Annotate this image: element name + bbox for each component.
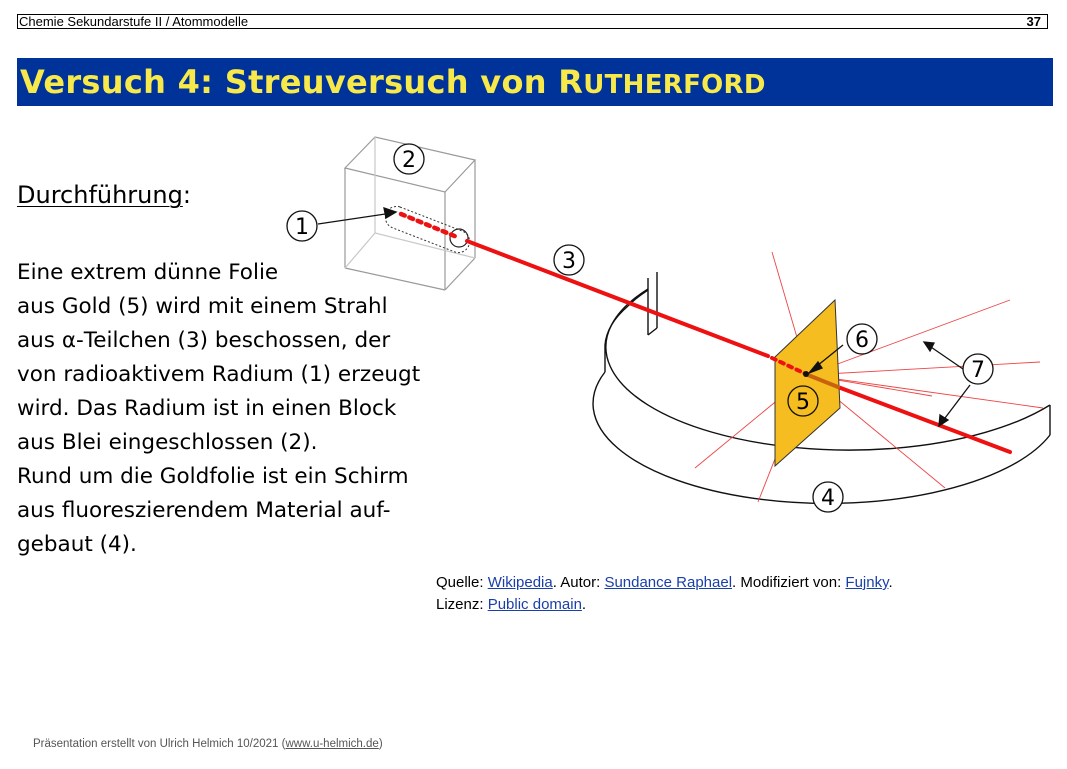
lead-block (343, 136, 477, 291)
svg-text:5: 5 (796, 390, 810, 415)
svg-text:7: 7 (971, 358, 985, 383)
nucleus-dot (803, 371, 809, 377)
body-line: von radioaktivem Radium (1) erzeugt (17, 362, 421, 387)
label-5: 5 (787, 385, 819, 417)
page-number: 37 (1026, 14, 1041, 29)
page-footer: Präsentation erstellt von Ulrich Helmich… (33, 738, 383, 750)
license-label: Lizenz: (436, 596, 488, 613)
license-link[interactable]: Public domain (487, 596, 582, 613)
body-line: aus α-Teilchen (3) beschossen, der (17, 328, 391, 353)
label-4: 4 (812, 481, 844, 513)
body-line: aus Gold (5) wird mit einem Strahl (17, 294, 388, 319)
svg-text:3: 3 (562, 249, 576, 274)
svg-text:4: 4 (821, 486, 835, 511)
section-heading: Durchführung: (17, 180, 191, 210)
source-label: Quelle: (436, 574, 488, 591)
gold-foil (774, 298, 841, 468)
image-credits: Quelle: Wikipedia. Autor: Sundance Rapha… (436, 572, 893, 616)
title-prefix: Versuch 4: Streuversuch von R (20, 63, 584, 101)
body-line: aus fluoreszierendem Material auf- (17, 498, 391, 523)
page-header: Chemie Sekundarstufe II / Atommodelle 37 (17, 14, 1048, 29)
body-line: aus Blei eingeschlossen (2). (17, 430, 318, 455)
channel-exit-marker (449, 228, 469, 248)
svg-text:6: 6 (855, 328, 869, 353)
radium-channel (384, 205, 471, 254)
pointer-arrows (317, 207, 971, 428)
title-band: Versuch 4: Streuversuch von RUTHERFORD (17, 58, 1053, 106)
author-link[interactable]: Sundance Raphael (604, 574, 733, 591)
body-text: Eine extrem dünne Folie aus Gold (5) wir… (17, 256, 427, 562)
section-heading-colon: : (182, 181, 191, 209)
modifier-link[interactable]: Fujnky (845, 574, 889, 591)
credits-period: . (888, 574, 893, 591)
footer-text: Präsentation erstellt von Ulrich Helmich… (33, 738, 286, 750)
fluorescent-screen (592, 272, 1051, 505)
label-1: 1 (286, 210, 318, 242)
modified-label: . Modifiziert von: (732, 574, 846, 591)
body-line: gebaut (4). (17, 532, 137, 557)
footer-close: ) (378, 738, 383, 750)
svg-text:1: 1 (295, 215, 309, 240)
label-3: 3 (553, 244, 585, 276)
label-2: 2 (393, 143, 425, 175)
breadcrumb: Chemie Sekundarstufe II / Atommodelle (19, 14, 249, 29)
credits-line-1: Quelle: Wikipedia. Autor: Sundance Rapha… (436, 572, 893, 594)
section-heading-text: Durchführung (17, 181, 183, 209)
page-title: Versuch 4: Streuversuch von RUTHERFORD (20, 64, 766, 103)
svg-text:2: 2 (402, 148, 416, 173)
credits-line-2: Lizenz: Public domain. (436, 594, 893, 616)
website-link[interactable]: www.u-helmich.de (285, 738, 379, 750)
body-line: wird. Das Radium ist in einen Block (17, 396, 397, 421)
wikipedia-link[interactable]: Wikipedia (487, 574, 553, 591)
alpha-beam (398, 211, 1012, 454)
label-7: 7 (962, 353, 994, 385)
license-period: . (581, 596, 587, 613)
body-line: Rund um die Goldfolie ist ein Schirm (17, 464, 409, 489)
title-smallcaps: UTHERFORD (583, 70, 766, 100)
author-label: . Autor: (552, 574, 605, 591)
body-line: Eine extrem dünne Folie (17, 260, 279, 285)
label-6: 6 (846, 323, 878, 355)
